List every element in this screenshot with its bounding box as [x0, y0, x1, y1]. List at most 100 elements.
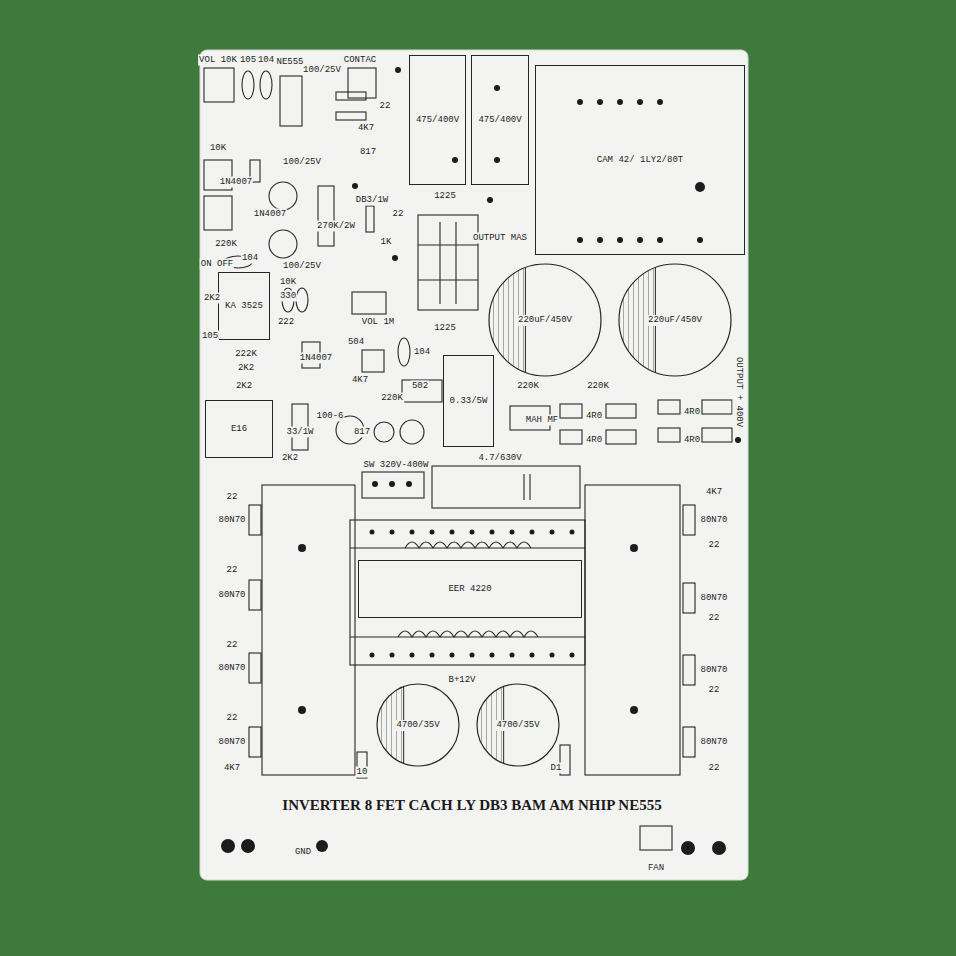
silkscreen-label: VOL 10K	[198, 55, 238, 66]
component-outline: KA 3525	[218, 272, 270, 340]
silkscreen-label: 80N70	[217, 515, 246, 526]
component-outline: CAM 42/ 1LY2/80T	[535, 65, 745, 255]
silkscreen-label: 4K7	[357, 123, 375, 134]
silkscreen-label: 100-6	[315, 411, 344, 422]
silkscreen-label: 105	[239, 55, 257, 66]
silkscreen-label: 220K	[380, 393, 404, 404]
silkscreen-label: 330	[279, 291, 297, 302]
silkscreen-label: 220K	[214, 239, 238, 250]
silkscreen-label: 100/25V	[282, 157, 322, 168]
silkscreen-label: 1K	[380, 237, 393, 248]
silkscreen-label: 100/25V	[282, 261, 322, 272]
silkscreen-label: 2K2	[237, 363, 255, 374]
pcb-board	[200, 50, 748, 880]
silkscreen-label: GND	[294, 847, 312, 858]
silkscreen-label: 80N70	[699, 515, 728, 526]
part-value: KA 3525	[223, 301, 265, 312]
capacitor-outline-circle	[377, 684, 459, 766]
component-outline: 475/400V	[409, 55, 466, 185]
part-value: 4700/35V	[494, 720, 541, 731]
component-outline: 475/400V	[471, 55, 528, 185]
silkscreen-label: ON OFF	[200, 259, 234, 270]
silkscreen-label: 80N70	[699, 593, 728, 604]
part-value: 0.33/5W	[448, 396, 490, 407]
silkscreen-label: 220K	[516, 381, 540, 392]
board-title: INVERTER 8 FET CACH LY DB3 BAM AM NHIP N…	[282, 797, 661, 814]
capacitor-outline: 220uF/450V	[488, 263, 602, 377]
part-value: CAM 42/ 1LY2/80T	[595, 155, 685, 166]
part-value: EER 4220	[446, 584, 493, 595]
part-value: E16	[229, 424, 249, 435]
silkscreen-label: 222K	[234, 349, 258, 360]
silkscreen-label: 80N70	[699, 665, 728, 676]
part-value: 475/400V	[476, 115, 523, 126]
silkscreen-label: 1225	[433, 191, 457, 202]
silkscreen-label: 80N70	[217, 737, 246, 748]
silkscreen-label: 22	[226, 492, 239, 503]
silkscreen-label: B+12V	[447, 675, 476, 686]
silkscreen-label: 817	[359, 147, 377, 158]
capacitor-outline-circle	[489, 264, 601, 376]
capacitor-outline: 4700/35V	[476, 683, 560, 767]
silkscreen-label: 270K/2W	[316, 221, 356, 232]
silkscreen-label: FAN	[647, 863, 665, 874]
silkscreen-label: 4R0	[585, 411, 603, 422]
silkscreen	[204, 68, 732, 850]
silkscreen-label: 4K7	[351, 375, 369, 386]
capacitor-outline: 4700/35V	[376, 683, 460, 767]
silkscreen-label: OUTPUT MAS	[472, 233, 528, 244]
silkscreen-label: 1225	[433, 323, 457, 334]
silkscreen-label: 10K	[209, 143, 227, 154]
silkscreen-label: 80N70	[217, 663, 246, 674]
part-value: 4700/35V	[394, 720, 441, 731]
part-value: 220uF/450V	[516, 315, 574, 326]
component-outline: E16	[205, 400, 273, 458]
silkscreen-label: 33/1W	[285, 427, 314, 438]
silkscreen-label: 22	[708, 613, 721, 624]
through-holes	[221, 67, 741, 855]
silkscreen-label: D1	[550, 763, 563, 774]
silkscreen-label: 22	[392, 209, 405, 220]
silkscreen-label: 104	[241, 253, 259, 264]
silkscreen-label: 22	[379, 101, 392, 112]
silkscreen-label: 220K	[586, 381, 610, 392]
silkscreen-label: 502	[411, 381, 429, 392]
component-outline: EER 4220	[358, 560, 582, 618]
silkscreen-label: 817	[353, 427, 371, 438]
silkscreen-label: 4R0	[683, 407, 701, 418]
silkscreen-label: 4R0	[683, 435, 701, 446]
silkscreen-label: NE555	[275, 57, 304, 68]
silkscreen-label: VOL 1M	[361, 317, 395, 328]
silkscreen-label: 22	[708, 763, 721, 774]
capacitor-outline-circle	[477, 684, 559, 766]
silkscreen-label: 1N4007	[219, 177, 253, 188]
silkscreen-label: 22	[708, 685, 721, 696]
silkscreen-label: 222	[277, 317, 295, 328]
silkscreen-label: 4R0	[585, 435, 603, 446]
silkscreen-label: 10K	[279, 277, 297, 288]
silkscreen-label: 1N4007	[299, 353, 333, 364]
silkscreen-label: 10	[356, 767, 369, 778]
silkscreen-label: 2K2	[235, 381, 253, 392]
silkscreen-label: MAH MF	[525, 415, 559, 426]
silkscreen-label: 2K2	[281, 453, 299, 464]
part-value: 220uF/450V	[646, 315, 704, 326]
silkscreen-label: 22	[226, 565, 239, 576]
silkscreen-label: 104	[413, 347, 431, 358]
capacitor-outline: 220uF/450V	[618, 263, 732, 377]
silkscreen-label: 105	[201, 331, 219, 342]
silkscreen-label: 504	[347, 337, 365, 348]
capacitor-outline-circle	[619, 264, 731, 376]
silkscreen-label: 80N70	[217, 590, 246, 601]
silkscreen-label: 80N70	[699, 737, 728, 748]
silkscreen-label: 1N4007	[253, 209, 287, 220]
silkscreen-label: CONTAC	[343, 55, 377, 66]
silkscreen-label: 22	[708, 540, 721, 551]
silkscreen-label: 22	[226, 713, 239, 724]
polarity-hatch	[476, 683, 504, 767]
polarity-hatch	[376, 683, 404, 767]
silkscreen-label: 104	[257, 55, 275, 66]
silkscreen-label: SW 320V-400W	[363, 460, 430, 471]
silkscreen-label: DB3/1W	[355, 195, 389, 206]
